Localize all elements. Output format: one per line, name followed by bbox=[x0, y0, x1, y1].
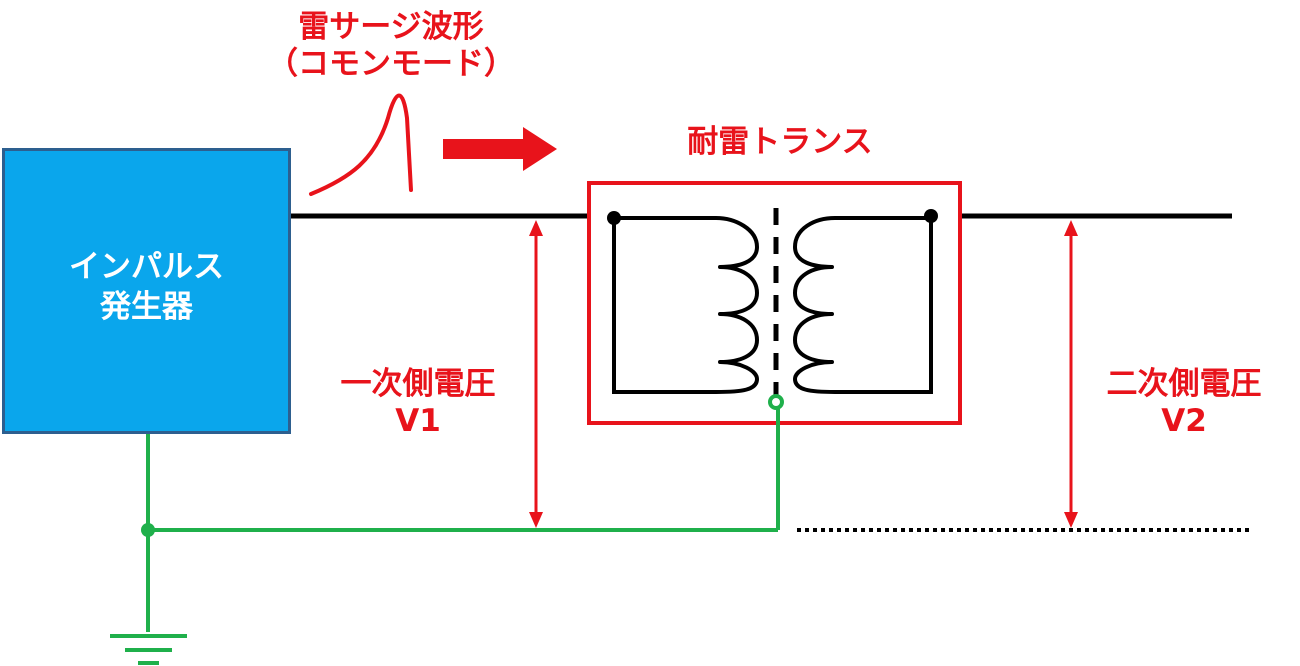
secondary-winding-lead bbox=[835, 216, 933, 394]
secondary-voltage-label-line1: 二次側電圧 bbox=[1106, 366, 1262, 402]
secondary-voltage-label-line2: V2 bbox=[1161, 403, 1207, 440]
primary-voltage-label-line1: 一次側電圧 bbox=[340, 366, 496, 402]
secondary-voltage-arrow bbox=[1064, 220, 1078, 528]
surge-waveform bbox=[309, 93, 413, 196]
impulse-generator-label-line1: インパルス bbox=[69, 249, 224, 285]
primary-terminal-dot bbox=[607, 211, 621, 225]
ground-junction-dot bbox=[141, 523, 155, 537]
secondary-voltage-label: 二次側電圧 V2 bbox=[1084, 366, 1284, 440]
transformer-title: 耐雷トランス bbox=[687, 124, 873, 160]
secondary-coil bbox=[793, 216, 836, 394]
primary-coil bbox=[715, 216, 759, 394]
surge-waveform-title: 雷サージ波形 （コモンモード） bbox=[266, 9, 516, 83]
surge-waveform-title-line1: 雷サージ波形 bbox=[298, 9, 484, 45]
surge-waveform-title-line2: （コモンモード） bbox=[267, 46, 515, 83]
impulse-generator-label: インパルス 発生器 bbox=[5, 247, 288, 327]
primary-voltage-arrow bbox=[529, 220, 543, 528]
primary-voltage-label-line2: V1 bbox=[395, 403, 441, 440]
primary-voltage-label: 一次側電圧 V1 bbox=[318, 366, 518, 440]
ground-icon bbox=[110, 634, 187, 665]
impulse-generator-label-line2: 発生器 bbox=[100, 289, 193, 325]
primary-winding-lead bbox=[612, 216, 716, 394]
core-ground-dot bbox=[768, 394, 784, 410]
secondary-terminal-dot bbox=[924, 209, 938, 223]
impulse-generator-box: インパルス 発生器 bbox=[2, 148, 291, 434]
direction-arrow bbox=[443, 127, 557, 171]
